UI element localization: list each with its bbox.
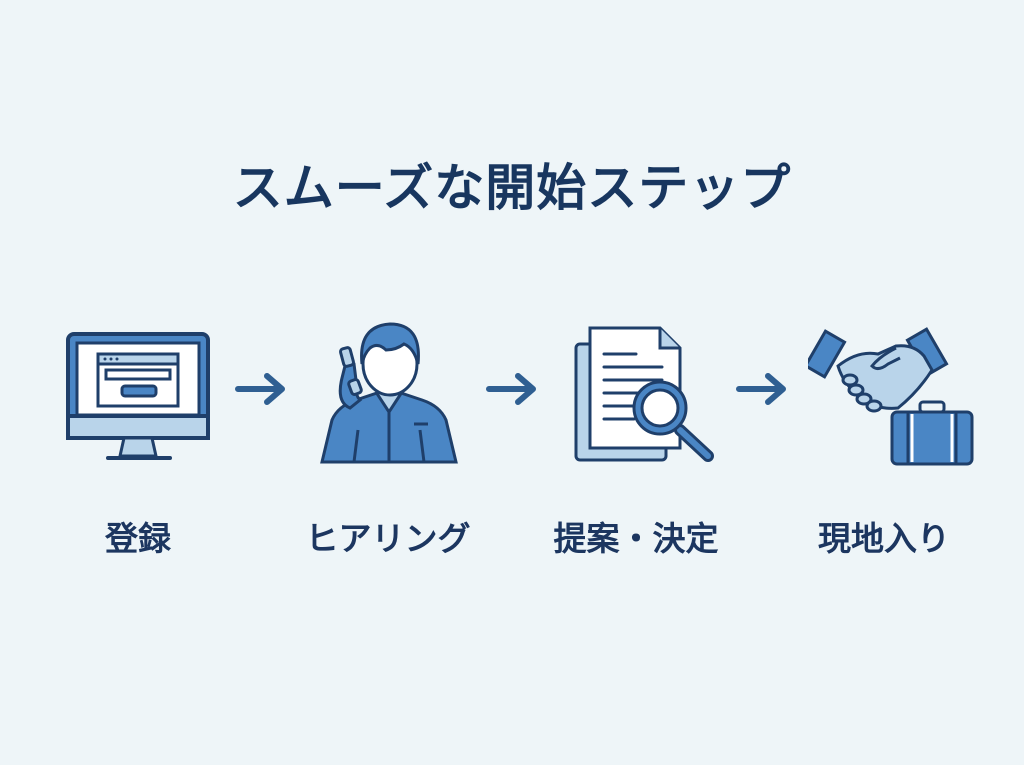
person-phone-icon <box>320 322 458 464</box>
step-label-hearing: ヒアリング <box>305 519 471 558</box>
arrow-right-icon <box>486 373 536 405</box>
step-label-registration: 登録 <box>105 519 171 558</box>
arrow-right-icon <box>235 373 285 405</box>
page-title: スムーズな開始ステップ <box>232 159 792 217</box>
step-label-on-site: 現地入り <box>818 519 950 558</box>
document-search-icon <box>574 326 714 462</box>
step-label-proposal-decision: 提案・決定 <box>553 519 719 558</box>
handshake-suitcase-icon <box>808 327 974 466</box>
arrow-right-icon <box>736 373 786 405</box>
computer-registration-icon <box>66 332 210 460</box>
